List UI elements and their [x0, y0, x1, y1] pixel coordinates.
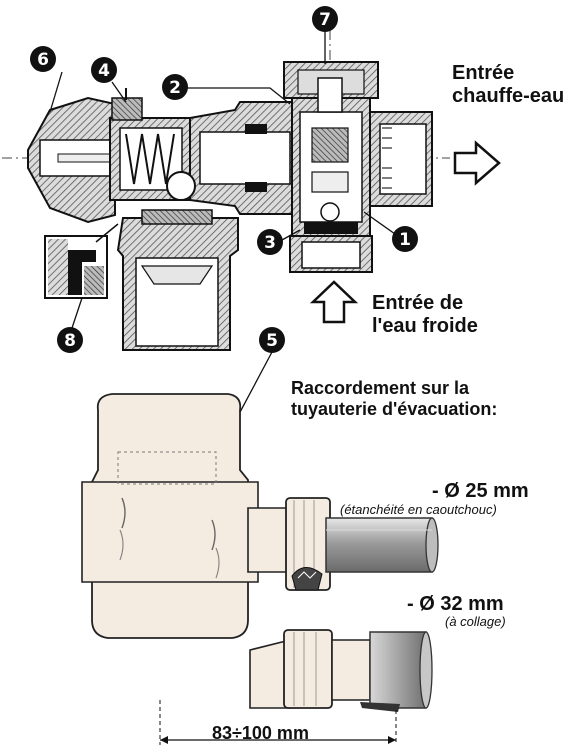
svg-text:7: 7 [319, 10, 331, 30]
adjust-screw [111, 97, 143, 121]
svg-text:1: 1 [399, 230, 411, 250]
drain-siphon [81, 393, 439, 745]
svg-text:4: 4 [98, 61, 110, 81]
seal-detail-inset [44, 223, 119, 299]
label-diameter-32-note: (à collage) [445, 614, 506, 629]
svg-text:6: 6 [37, 50, 49, 70]
callout-5: 5 [259, 327, 285, 353]
callout-6: 6 [30, 46, 56, 72]
callout-3: 3 [257, 229, 283, 255]
svg-text:8: 8 [64, 331, 76, 351]
label-entree-chauffe-eau: Entrée chauffe-eau [452, 62, 565, 107]
label-entree-eau-froide: Entrée de l'eau froide [372, 292, 478, 337]
nut-32mm [283, 629, 333, 709]
siphon-band [81, 481, 259, 583]
callout-1: 1 [392, 226, 418, 252]
label-dimension: 83÷100 mm [212, 723, 309, 743]
callout-7: 7 [312, 6, 338, 32]
pipe-32mm [369, 631, 427, 709]
ball-detail [166, 171, 196, 201]
outline-arrow-up-icon [309, 280, 359, 324]
valve-cross-section [2, 10, 450, 351]
callout-8: 8 [57, 327, 83, 353]
label-diameter-25: - Ø 25 mm [432, 480, 529, 502]
spring [125, 133, 175, 185]
callout-4: 4 [91, 57, 117, 83]
pipe-25mm [325, 517, 433, 573]
callout-badges: 1 2 3 4 5 6 7 8 [30, 6, 418, 353]
svg-text:5: 5 [266, 331, 278, 351]
outline-arrow-right-icon [453, 140, 501, 186]
svg-text:3: 3 [264, 233, 276, 253]
callout-2: 2 [162, 74, 188, 100]
label-diameter-25-note: (étanchéité en caoutchouc) [340, 502, 497, 517]
label-diameter-32: - Ø 32 mm [407, 593, 504, 615]
label-raccordement: Raccordement sur la tuyauterie d'évacuat… [291, 378, 498, 419]
svg-text:2: 2 [169, 78, 181, 98]
